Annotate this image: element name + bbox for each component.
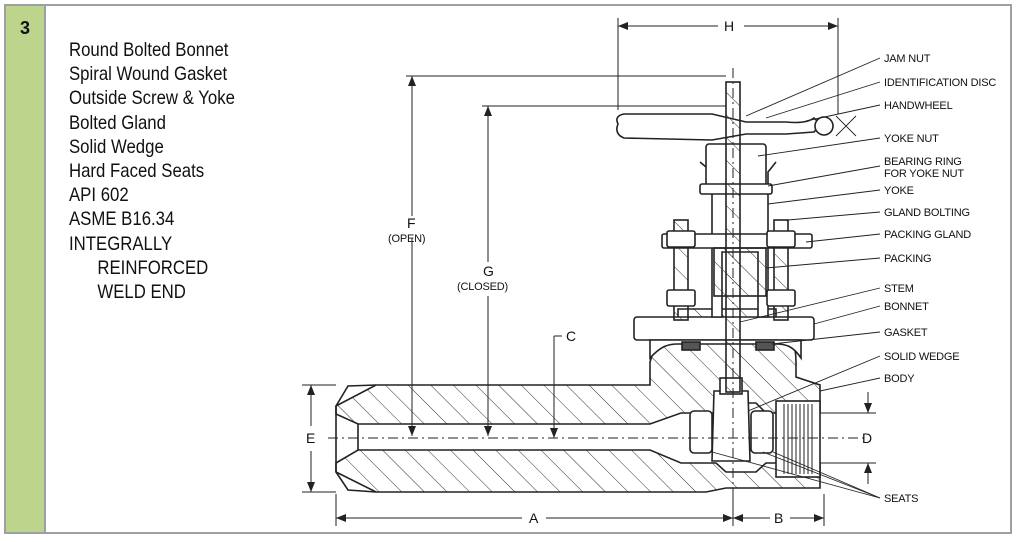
feature-item: Bolted Gland (69, 111, 166, 134)
handwheel (616, 113, 819, 141)
gasket-right (755, 341, 775, 351)
callout-gasket: GASKET (884, 327, 928, 339)
callout-handwheel: HANDWHEEL (884, 100, 953, 112)
dim-h-label: H (724, 18, 734, 34)
feature-item: Hard Faced Seats (69, 160, 205, 183)
feature-item: WELD END (97, 281, 186, 304)
feature-item: Outside Screw & Yoke (69, 87, 235, 110)
callout-gland-bolting: GLAND BOLTING (884, 207, 970, 219)
dimension-arrows (307, 22, 872, 522)
valve-bonnet (616, 68, 834, 506)
dim-d-label: D (862, 430, 872, 446)
seat-ring-right (750, 410, 774, 454)
callout-identification-disc: IDENTIFICATION DISC (884, 77, 996, 89)
feature-item: REINFORCED (97, 256, 209, 279)
dimension-labels: H F (OPEN) G (CLOSED) C E D A B (306, 18, 872, 526)
item-number-bar: 3 (6, 6, 46, 532)
body-threads (783, 404, 813, 474)
callout-bearing-ring: BEARING RING (884, 156, 962, 168)
dim-f-note: (OPEN) (388, 233, 425, 245)
dim-a-label: A (529, 510, 539, 526)
callout-seats: SEATS (884, 493, 918, 505)
callout-body: BODY (884, 373, 915, 385)
body-lower-wall (335, 449, 821, 493)
dim-b-label: B (774, 510, 783, 526)
dim-e-label: E (306, 430, 315, 446)
callout-solid-wedge: SOLID WEDGE (884, 351, 959, 363)
dim-f-label: F (407, 215, 416, 231)
callout-bonnet: BONNET (884, 301, 929, 313)
valve-drawing: H F (OPEN) G (CLOSED) C E D A B (302, 18, 997, 526)
seat-ring-left (689, 410, 713, 454)
feature-item: Spiral Wound Gasket (69, 63, 228, 86)
feature-item: Round Bolted Bonnet (69, 39, 229, 61)
callout-yoke-nut: YOKE NUT (884, 133, 939, 145)
feature-item: Solid Wedge (69, 135, 164, 158)
valve-body (335, 308, 821, 493)
item-number: 3 (19, 18, 30, 38)
body-end-bore (775, 400, 821, 478)
callout-bearing-ring-line2: FOR YOKE NUT (884, 168, 964, 180)
dim-g-label: G (483, 263, 494, 279)
callout-jam-nut: JAM NUT (884, 53, 931, 65)
dim-g-note: (CLOSED) (457, 281, 508, 293)
dim-c-label: C (566, 328, 576, 344)
callout-yoke: YOKE (884, 185, 914, 197)
solid-wedge (711, 390, 751, 462)
callout-packing: PACKING (884, 253, 931, 265)
callout-labels: JAM NUT IDENTIFICATION DISC HANDWHEEL YO… (884, 53, 997, 505)
callout-leaders (711, 57, 881, 499)
callout-stem: STEM (884, 283, 914, 295)
feature-item: ASME B16.34 (69, 208, 175, 231)
feature-item: INTEGRALLY (69, 232, 173, 255)
callout-packing-gland: PACKING GLAND (884, 229, 971, 241)
gasket-left (681, 341, 701, 351)
feature-item: API 602 (69, 184, 129, 207)
